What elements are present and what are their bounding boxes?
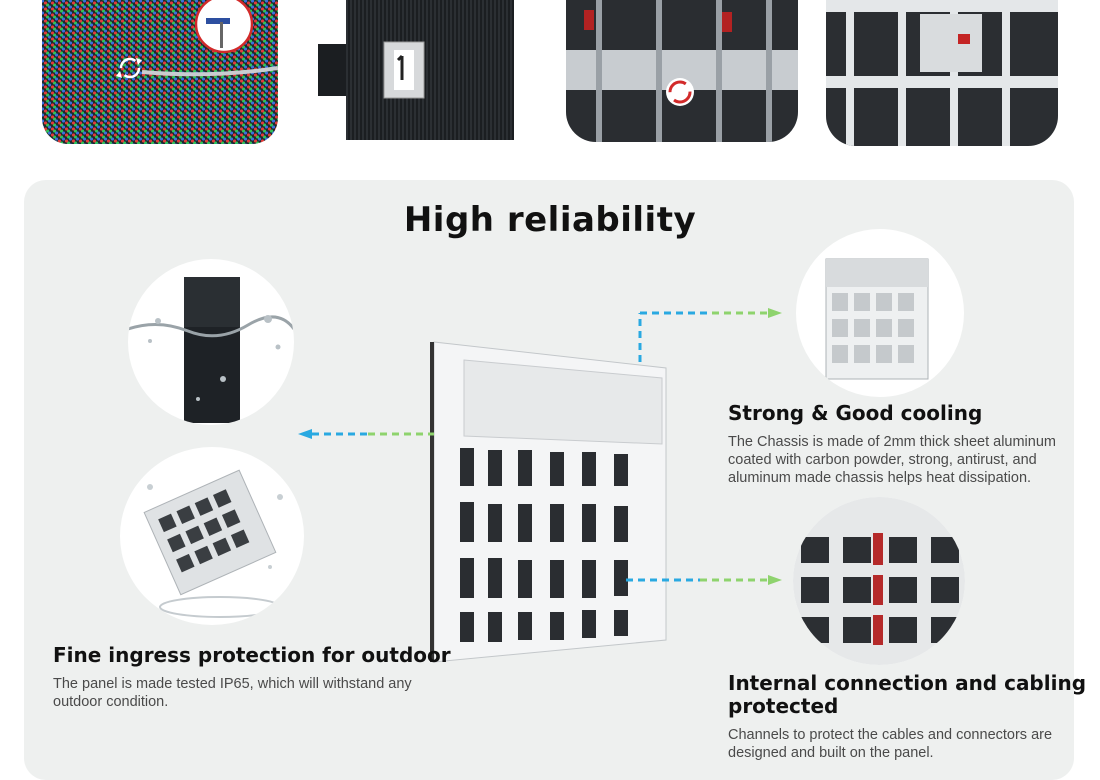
feature-body-ingress: The panel is made tested IP65, which wil… [53,676,412,710]
water-splash-cabinet-image [120,447,304,625]
arrow-to-ingress [298,429,434,439]
feature-heading-ingress: Fine ingress protection for outdoor [53,643,451,667]
led-panel-back-image [318,0,514,140]
cabinet-frame-lock-image [566,0,798,142]
screwdriver-icon [194,0,254,54]
led-module-closeup-image [42,0,278,144]
cabinet-center-image [430,341,667,663]
rotate-arrows-icon [116,57,278,79]
arrow-to-cabling [626,575,782,585]
water-immersion-image [128,259,294,425]
rotation-lock-icon [666,78,694,106]
feature-heading-cabling: Internal connection and cabling protecte… [728,671,1087,718]
section-title: High reliability [403,200,697,240]
feature-body-cooling: The Chassis is made of 2mm thick sheet a… [728,434,1056,486]
chassis-cooling-image [796,229,964,397]
panel-latch-icon [383,41,425,99]
feature-body-cabling: Channels to protect the cables and conne… [728,727,1053,761]
feature-heading-cooling: Strong & Good cooling [728,401,983,425]
internal-cabling-image [793,497,965,665]
arrow-to-cooling [638,308,782,362]
cabinet-rear-frame-image [826,0,1058,146]
